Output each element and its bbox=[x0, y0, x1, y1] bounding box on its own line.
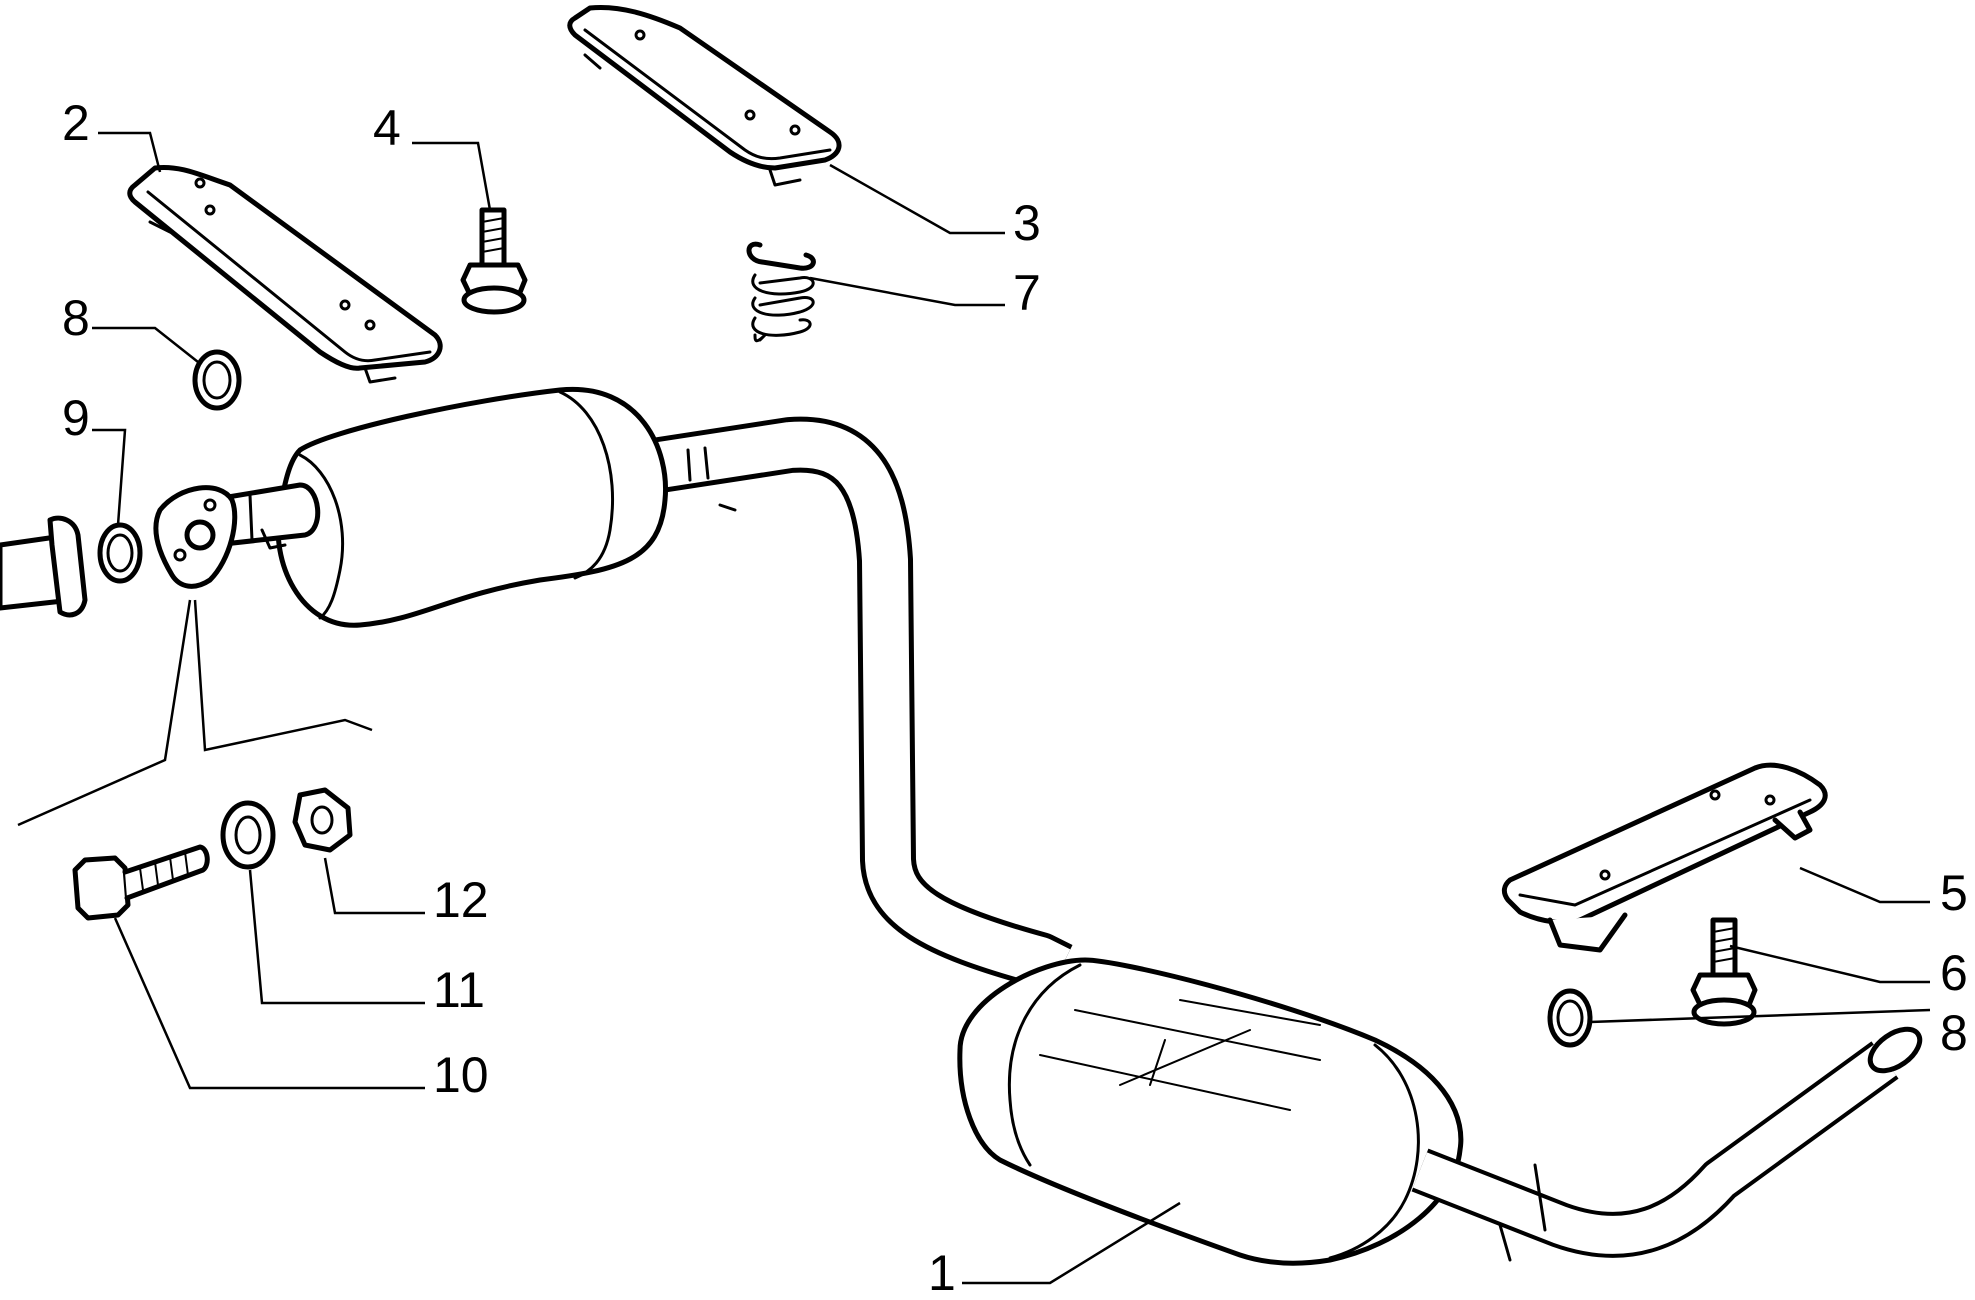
front-muffler bbox=[207, 386, 669, 628]
gasket-ring-8b bbox=[1547, 988, 1593, 1048]
gasket-ring-8a bbox=[192, 349, 242, 411]
callout-12: 12 bbox=[433, 872, 489, 928]
callout-8b: 8 bbox=[1940, 1005, 1968, 1061]
tailpipe bbox=[1411, 1026, 1923, 1262]
washer-11 bbox=[220, 800, 276, 870]
stud-bolt-4 bbox=[460, 207, 528, 315]
leader-lines bbox=[92, 131, 1931, 1285]
rear-muffler bbox=[957, 957, 1464, 1266]
gasket-ring-9 bbox=[97, 522, 143, 584]
callout-6: 6 bbox=[1940, 945, 1968, 1001]
front-pipe-stub bbox=[0, 515, 88, 618]
bolt-10 bbox=[72, 844, 210, 921]
callout-1: 1 bbox=[928, 1245, 956, 1295]
callout-11: 11 bbox=[433, 962, 485, 1018]
callout-10: 10 bbox=[433, 1047, 489, 1103]
fastener-group-bracket bbox=[17, 599, 373, 827]
callout-8a: 8 bbox=[62, 290, 90, 346]
callout-3: 3 bbox=[1013, 195, 1041, 251]
spring-7 bbox=[746, 241, 816, 343]
heat-shield-3 bbox=[567, 4, 842, 187]
callout-labels: 2 4 3 7 8 9 5 6 8 12 11 10 1 bbox=[62, 95, 1968, 1300]
inlet-flange bbox=[153, 485, 238, 589]
callout-7: 7 bbox=[1013, 265, 1041, 321]
callout-5: 5 bbox=[1940, 865, 1968, 921]
heat-shield-5 bbox=[1501, 762, 1828, 953]
nut-12 bbox=[292, 787, 353, 853]
heat-shield-2 bbox=[127, 164, 443, 384]
exhaust-pipe bbox=[655, 416, 1073, 996]
callout-9: 9 bbox=[62, 390, 90, 446]
stud-bolt-6 bbox=[1690, 917, 1758, 1027]
callout-4: 4 bbox=[373, 100, 401, 156]
callout-2: 2 bbox=[62, 95, 90, 151]
